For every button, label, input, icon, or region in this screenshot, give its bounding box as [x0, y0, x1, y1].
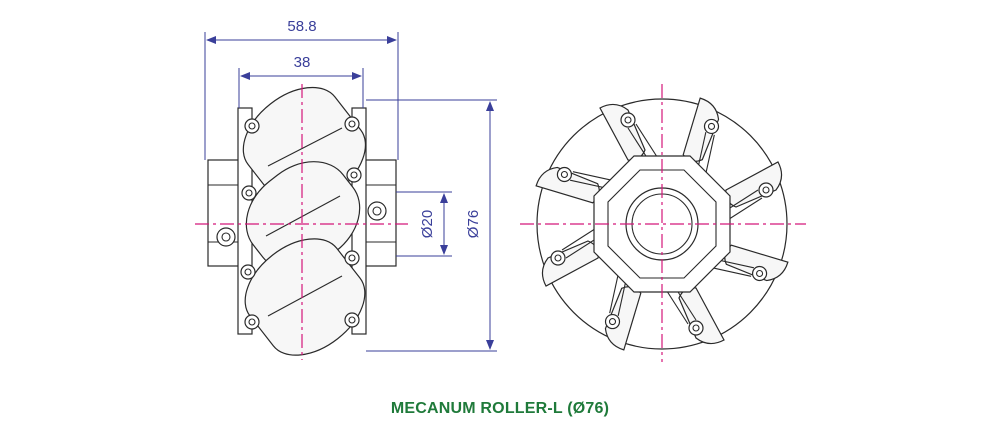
dimension-overall-width: 58.8 — [204, 18, 399, 160]
dimension-label-roller-width: 38 — [294, 54, 311, 71]
dimension-roller-width: 38 — [238, 54, 364, 108]
dimension-label-wheel-diameter: Ø76 — [465, 210, 482, 238]
dimension-label-overall-width: 58.8 — [287, 18, 316, 35]
dimension-label-hub-bore: Ø20 — [419, 210, 436, 238]
drawing-caption: MECANUM ROLLER-L (Ø76) — [390, 400, 610, 417]
hub-bore-ring — [625, 187, 699, 261]
side-view: 58.8 38 Ø20 Ø76 — [195, 18, 497, 360]
front-view-rollers — [535, 97, 789, 351]
dimension-hub-bore: Ø20 — [396, 191, 452, 257]
hub-octagon-inner — [607, 169, 717, 279]
dimension-wheel-diameter: Ø76 — [366, 99, 497, 352]
side-view-bolts — [216, 116, 387, 330]
front-view — [520, 84, 806, 362]
